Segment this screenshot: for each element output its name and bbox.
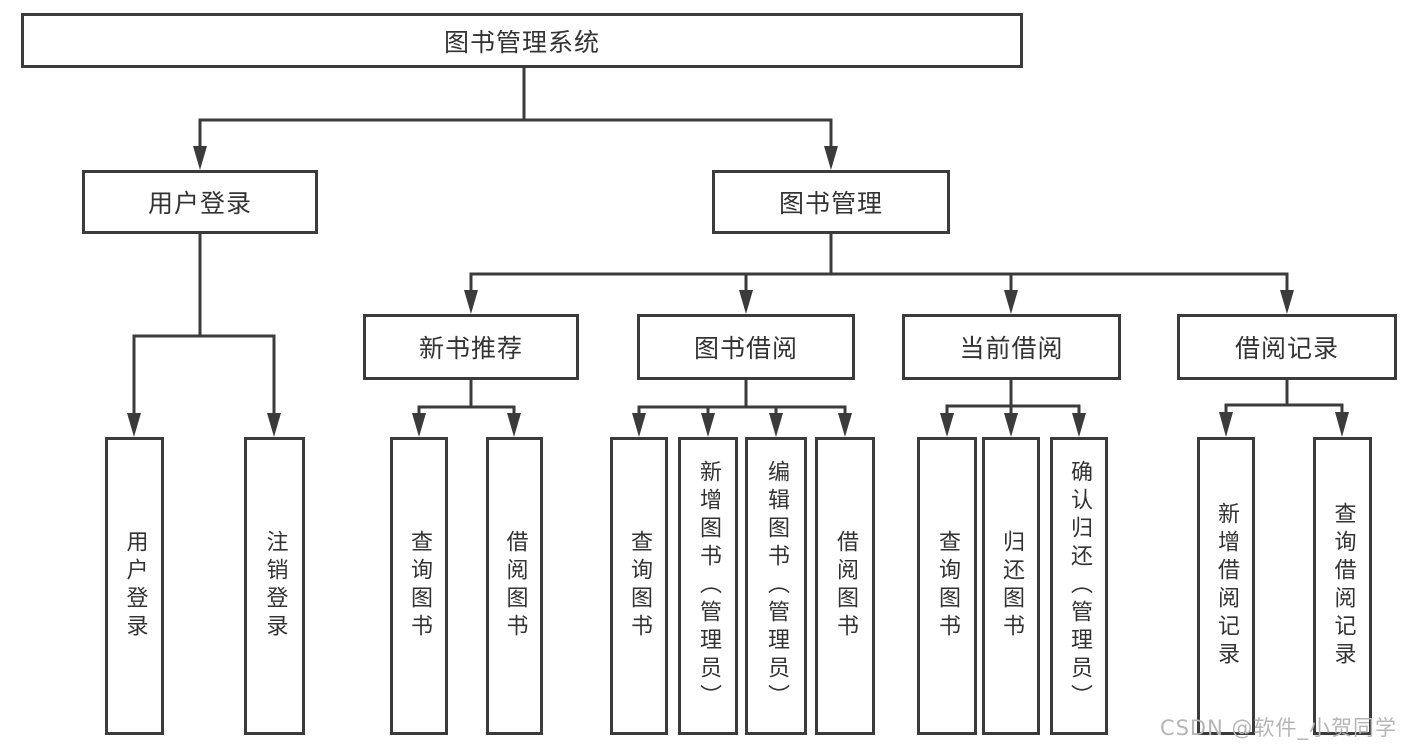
node-label: 查询图书 <box>407 530 432 642</box>
node-new-book-recommend: 新书推荐 <box>363 314 579 380</box>
arrowhead-down <box>838 413 852 437</box>
node-leaf-edit-books-admin: 编辑图书（管理员） <box>745 437 807 735</box>
node-current-borrowing: 当前借阅 <box>902 314 1121 380</box>
connector-borrowrecords-to-leaves <box>1219 380 1349 437</box>
node-label: 用户登录 <box>147 189 252 218</box>
watermark: CSDN @软件_小贺同学 <box>1159 716 1397 740</box>
arrowhead-down <box>507 413 521 437</box>
node-label: 注销登录 <box>262 530 288 642</box>
node-label: 图书管理 <box>778 189 883 218</box>
node-leaf-add-books-admin: 新增图书（管理员） <box>678 437 738 735</box>
node-label: 借阅记录 <box>1234 334 1339 363</box>
node-leaf-confirm-return-admin: 确认归还（管理员） <box>1050 437 1108 735</box>
node-leaf-query-borrow-record: 查询借阅记录 <box>1313 437 1372 735</box>
node-leaf-borrow-books-borrow: 借阅图书 <box>815 437 875 735</box>
arrowhead-down <box>739 290 753 314</box>
arrowhead-down <box>1072 413 1086 437</box>
arrowhead-down <box>824 146 838 170</box>
node-leaf-borrow-books-newrec: 借阅图书 <box>486 437 543 735</box>
connector-newbookrec-to-leaves <box>412 380 521 437</box>
node-label: 编辑图书（管理员） <box>764 460 789 712</box>
arrowhead-down <box>267 413 281 437</box>
node-label: 归还图书 <box>999 530 1024 642</box>
arrowhead-down <box>127 413 141 437</box>
node-label: 查询图书 <box>627 530 652 642</box>
node-leaf-query-books-borrow: 查询图书 <box>610 437 668 735</box>
arrowhead-down <box>464 290 478 314</box>
arrowhead-down <box>701 413 715 437</box>
connector-bookborrow-to-leaves <box>632 380 852 437</box>
arrowhead-down <box>412 413 426 437</box>
node-label: 用户登录 <box>122 530 148 642</box>
arrowhead-down <box>632 413 646 437</box>
node-label: 新书推荐 <box>418 334 523 363</box>
arrowhead-down <box>1219 412 1233 437</box>
connector-bookmgmt-to-level3 <box>464 234 1294 314</box>
arrowhead-down <box>1004 413 1018 437</box>
node-label: 借阅图书 <box>502 530 528 642</box>
node-borrowing-records: 借阅记录 <box>1177 314 1397 380</box>
node-user-login: 用户登录 <box>82 170 318 234</box>
node-leaf-query-books-newrec: 查询图书 <box>390 437 448 735</box>
node-label: 新增借阅记录 <box>1214 502 1239 670</box>
node-library-system: 图书管理系统 <box>21 13 1023 68</box>
node-leaf-user-login: 用户登录 <box>105 437 164 735</box>
arrowhead-down <box>1280 290 1294 314</box>
connector-root-to-level2 <box>193 68 838 170</box>
node-leaf-return-books: 归还图书 <box>982 437 1040 735</box>
arrowhead-down <box>940 413 954 437</box>
node-leaf-query-books-current: 查询图书 <box>917 437 977 735</box>
arrowhead-down <box>769 413 783 437</box>
arrowhead-down <box>193 146 207 170</box>
node-leaf-logout: 注销登录 <box>244 437 305 735</box>
node-label: 当前借阅 <box>959 334 1064 363</box>
node-book-borrowing: 图书借阅 <box>637 314 855 380</box>
node-label: 图书管理系统 <box>443 27 600 57</box>
node-label: 借阅图书 <box>833 530 858 642</box>
arrowhead-down <box>1004 290 1018 314</box>
node-label: 新增图书（管理员） <box>696 460 721 712</box>
node-label: 确认归还（管理员） <box>1067 460 1092 712</box>
node-label: 图书借阅 <box>693 334 798 363</box>
connector-userlogin-to-leaves <box>127 234 281 437</box>
node-label: 查询图书 <box>935 530 960 642</box>
connector-currentborrow-to-leaves <box>940 380 1086 437</box>
node-label: 查询借阅记录 <box>1330 502 1356 670</box>
node-book-management: 图书管理 <box>712 170 950 234</box>
arrowhead-down <box>1335 412 1349 437</box>
node-leaf-add-borrow-record: 新增借阅记录 <box>1197 437 1255 735</box>
